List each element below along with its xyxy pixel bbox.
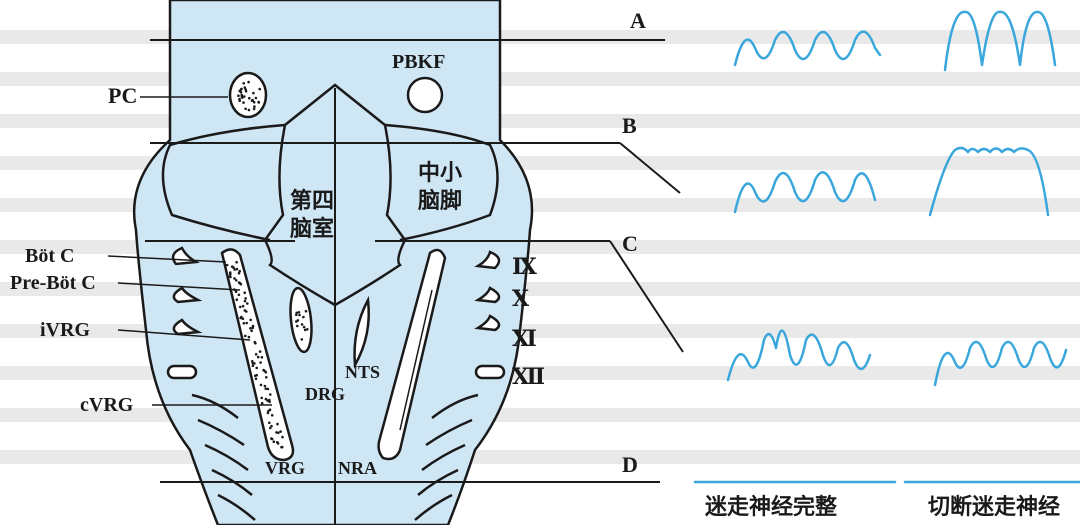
label-section-b: B bbox=[622, 113, 637, 138]
label-pbkf: PBKF bbox=[392, 51, 445, 73]
trace-b-vagus-intact bbox=[733, 171, 877, 214]
vrg-column bbox=[220, 248, 295, 462]
trace-b-vagus-cut bbox=[928, 146, 1050, 217]
label-nra: NRA bbox=[338, 458, 377, 478]
label-fourth-ventricle-2: 脑室 bbox=[290, 216, 334, 242]
trace-c-vagus-cut bbox=[933, 340, 1068, 387]
label-section-a: A bbox=[630, 8, 646, 33]
respiratory-traces bbox=[693, 10, 1080, 484]
label-cerebellar-peduncle-1: 中小 bbox=[418, 161, 462, 186]
label-cerebellar-peduncle-2: 脑脚 bbox=[418, 188, 462, 214]
nerve-roots-right bbox=[474, 250, 506, 380]
drg-nucleus-dots bbox=[295, 309, 309, 341]
label-pc: PC bbox=[108, 83, 137, 108]
label-nerve-ix: Ⅸ bbox=[512, 254, 537, 279]
label-ivrg: iVRG bbox=[40, 319, 90, 341]
legend-vagus-cut: 切断迷走神经 bbox=[928, 494, 1060, 520]
drg-nucleus bbox=[289, 286, 313, 354]
label-nts: NTS bbox=[345, 362, 380, 382]
label-bot-c: Böt C bbox=[25, 245, 74, 267]
label-nerve-x: Ⅹ bbox=[512, 286, 530, 311]
label-vrg: VRG bbox=[265, 458, 305, 478]
cerebellar-peduncle-left bbox=[161, 123, 286, 242]
label-fourth-ventricle-1: 第四 bbox=[290, 188, 334, 214]
label-section-c: C bbox=[622, 231, 638, 256]
nts-column-divider bbox=[399, 289, 433, 431]
legend-vagus-intact: 迷走神经完整 bbox=[704, 494, 837, 520]
cerebellar-peduncle-right bbox=[384, 123, 499, 242]
nts-column bbox=[377, 248, 447, 461]
label-leaders bbox=[107, 96, 272, 406]
nts-leaf-left bbox=[353, 295, 370, 370]
nerve-roots-left bbox=[166, 246, 203, 380]
pc-nucleus-dots bbox=[237, 80, 262, 112]
section-lines bbox=[145, 39, 684, 483]
trace-a-vagus-intact bbox=[733, 30, 882, 67]
vrg-column-dots bbox=[225, 260, 284, 449]
label-pre-bot-c: Pre-Böt C bbox=[10, 272, 96, 294]
label-drg: DRG bbox=[305, 384, 345, 404]
pbkf-nucleus bbox=[406, 76, 444, 114]
pc-nucleus bbox=[228, 71, 268, 119]
trace-a-vagus-cut bbox=[943, 10, 1057, 72]
label-nerve-xi: Ⅺ bbox=[512, 326, 537, 351]
label-cvrg: cVRG bbox=[80, 394, 134, 416]
trace-c-vagus-intact bbox=[726, 329, 872, 382]
label-section-d: D bbox=[622, 452, 638, 477]
label-nerve-xii: Ⅻ bbox=[512, 364, 545, 389]
